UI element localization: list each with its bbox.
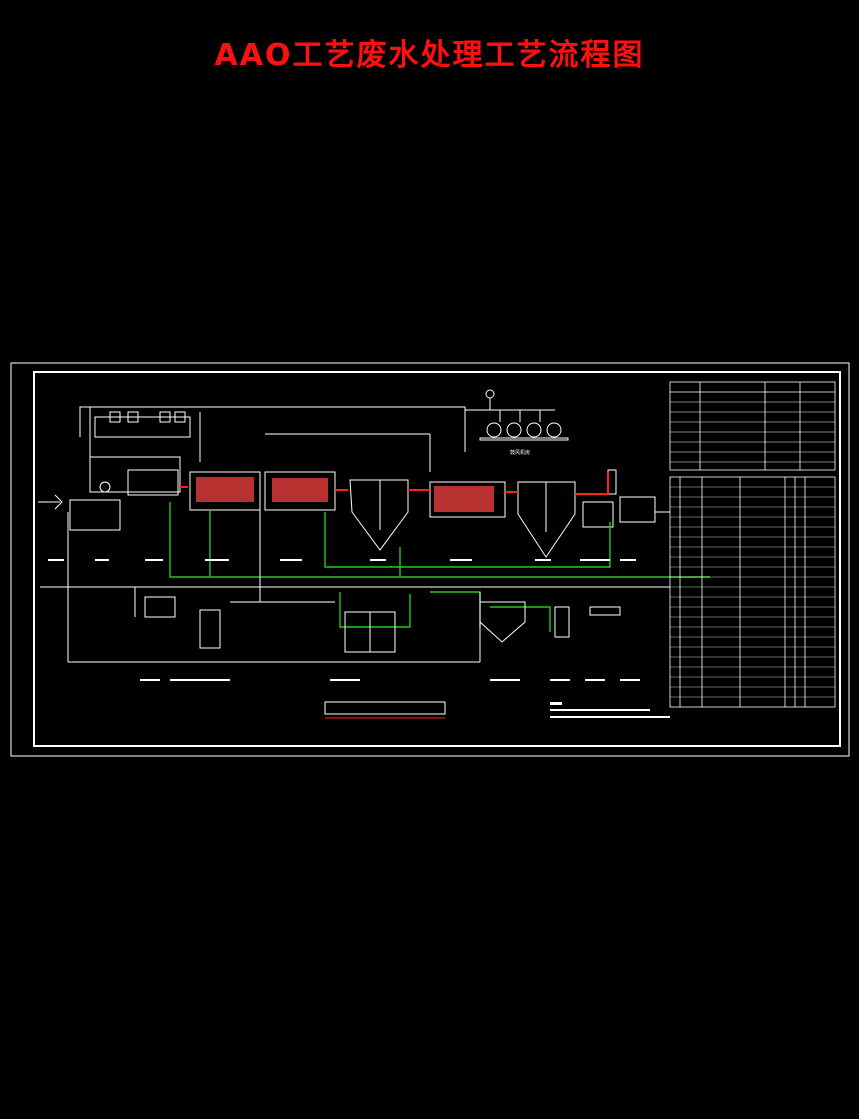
legend-rows	[670, 401, 835, 463]
notes-block	[550, 702, 670, 718]
effluent-units	[582, 469, 656, 528]
blowers: 鼓风机房	[479, 422, 569, 456]
media-fill	[196, 477, 494, 512]
cad-flow-diagram: 鼓风机房	[10, 362, 850, 757]
page-title: AAO工艺废水处理工艺流程图	[214, 38, 645, 73]
air-pipe-network	[79, 389, 555, 472]
drawing-caption-block	[324, 701, 446, 719]
legend-table	[669, 381, 836, 471]
clarifiers	[349, 479, 576, 558]
equipment-table-rows	[670, 486, 835, 698]
unit-label-marks	[48, 559, 640, 681]
red-main-pipe	[180, 472, 609, 495]
sludge-units	[144, 596, 621, 653]
svg-text:鼓风机房: 鼓风机房	[510, 449, 530, 456]
pretreatment-units	[38, 411, 191, 531]
lower-manifold	[40, 507, 670, 663]
equipment-table	[669, 476, 836, 708]
